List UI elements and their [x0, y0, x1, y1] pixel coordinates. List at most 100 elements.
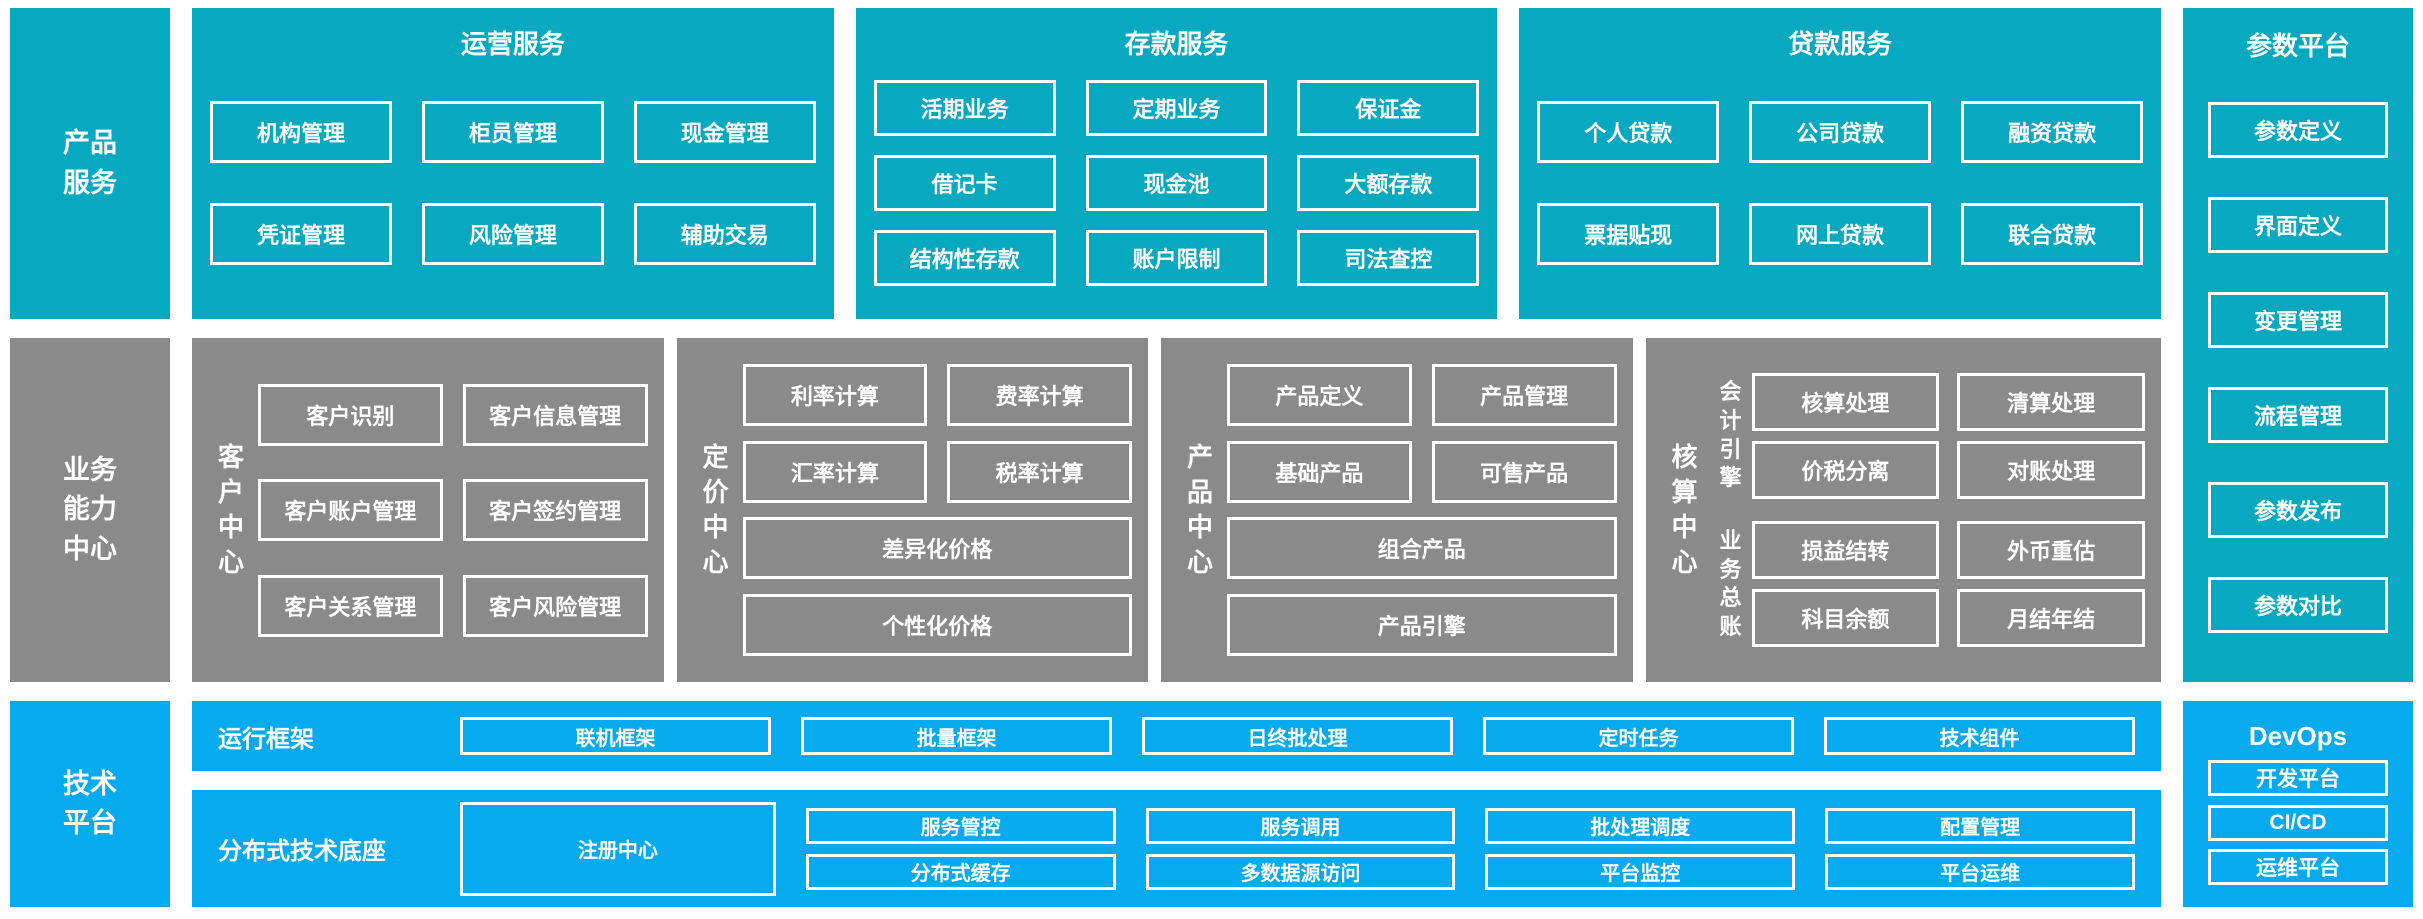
diagram-box: 活期业务	[873, 80, 1056, 136]
side-label-business-capability: 业务能力中心	[10, 338, 170, 682]
diagram-box: 个性化价格	[742, 593, 1133, 656]
diagram-box: 日终批处理	[1142, 717, 1453, 755]
diagram-box: 配置管理	[1825, 807, 2135, 844]
diagram-box: 流程管理	[2208, 387, 2388, 443]
accounting-groups: 会计引擎 核算处理 清算处理 价税分离 对账处理 业务总账 损益结转	[1712, 350, 2146, 670]
business-capability-row: 客户中心 客户识别 客户信息管理 客户账户管理 客户签约管理 客户关系管理 客户…	[192, 338, 2162, 682]
box-grid: 利率计算 费率计算 汇率计算 税率计算 差异化价格 个性化价格	[742, 350, 1133, 670]
box-stack: 配置管理 平台运维	[1825, 807, 2135, 890]
diagram-box: 网上贷款	[1749, 203, 1932, 265]
vertical-label-text: 客户中心	[217, 441, 244, 578]
vertical-label-text: 产品中心	[1187, 441, 1214, 578]
section-customer-center: 客户中心 客户识别 客户信息管理 客户账户管理 客户签约管理 客户关系管理 客户…	[192, 338, 664, 682]
section-product-center: 产品中心 产品定义 产品管理 基础产品 可售产品 组合产品 产品引擎	[1161, 338, 1633, 682]
diagram-box: 定时任务	[1483, 717, 1794, 755]
vertical-label: 核算中心	[1662, 350, 1708, 670]
diagram-box: 客户账户管理	[258, 479, 443, 541]
accounting-engine-group: 会计引擎 核算处理 清算处理 价税分离 对账处理	[1712, 372, 2146, 499]
diagram-box: 清算处理	[1957, 372, 2146, 431]
product-services-row: 运营服务 机构管理 柜员管理 现金管理 凭证管理 风险管理 辅助交易 存款服务 …	[192, 8, 2162, 319]
diagram-box: 客户签约管理	[462, 479, 648, 541]
diagram-box: 多数据源访问	[1145, 853, 1456, 890]
diagram-box: 凭证管理	[210, 203, 392, 265]
box-grid: 客户识别 客户信息管理 客户账户管理 客户签约管理 客户关系管理 客户风险管理	[258, 350, 648, 670]
section-devops: DevOps 开发平台 CI/CD 运维平台	[2183, 701, 2413, 907]
box-grid: 产品定义 产品管理 基础产品 可售产品 组合产品 产品引擎	[1227, 350, 1617, 670]
section-pricing-center: 定价中心 利率计算 费率计算 汇率计算 税率计算 差异化价格 个性化价格	[676, 338, 1149, 682]
diagram-box: 现金管理	[633, 101, 816, 163]
diagram-box: 分布式缓存	[805, 853, 1116, 890]
box-grid: 损益结转 外币重估 科目余额 月结年结	[1751, 521, 2146, 648]
diagram-box: 平台运维	[1825, 853, 2135, 890]
side-label-text: 产品服务	[63, 128, 117, 198]
side-label-tech-platform: 技术平台	[10, 701, 170, 907]
diagram-box: 辅助交易	[633, 203, 816, 265]
diagram-box: 产品管理	[1431, 364, 1617, 427]
diagram-box: 参数发布	[2208, 482, 2388, 538]
diagram-box: 参数对比	[2208, 577, 2388, 633]
section-runtime-framework: 运行框架 联机框架 批量框架 日终批处理 定时任务 技术组件	[192, 701, 2161, 771]
diagram-box: 月结年结	[1957, 589, 2146, 648]
diagram-box: 运维平台	[2208, 848, 2388, 885]
vertical-sublabel-text: 业务总账	[1719, 528, 1742, 639]
diagram-box: 公司贷款	[1749, 101, 1932, 163]
box-grid: 核算处理 清算处理 价税分离 对账处理	[1751, 372, 2146, 499]
section-title: DevOps	[2248, 721, 2348, 751]
section-distributed-base: 分布式技术底座 注册中心 服务管控 分布式缓存 服务调用 多数据源访问 批处理调…	[192, 790, 2161, 907]
diagram-box: 联合贷款	[1961, 203, 2144, 265]
section-title: 运营服务	[460, 29, 565, 59]
diagram-box: 机构管理	[210, 101, 392, 163]
side-label-text: 技术平台	[63, 768, 117, 838]
box-grid: 个人贷款 公司贷款 融资贷款 票据贴现 网上贷款 联合贷款	[1537, 61, 2144, 305]
diagram-box: 保证金	[1297, 80, 1480, 136]
diagram-box: 组合产品	[1227, 517, 1617, 580]
side-label-text: 业务能力中心	[63, 455, 117, 564]
diagram-box: 定期业务	[1085, 80, 1268, 136]
diagram-box: 核算处理	[1751, 372, 1940, 431]
diagram-box: 司法查控	[1297, 230, 1480, 286]
vertical-label: 产品中心	[1177, 350, 1223, 670]
section-parameter-platform: 参数平台 参数定义 界面定义 变更管理 流程管理 参数发布 参数对比	[2183, 8, 2413, 682]
diagram-box: 科目余额	[1751, 589, 1940, 648]
diagram-box: 对账处理	[1957, 440, 2146, 499]
diagram-box: 现金池	[1085, 155, 1268, 211]
diagram-box: 基础产品	[1227, 440, 1412, 503]
box-grid: 机构管理 柜员管理 现金管理 凭证管理 风险管理 辅助交易	[210, 61, 816, 305]
diagram-box: 可售产品	[1431, 440, 1617, 503]
vertical-label: 定价中心	[693, 350, 739, 670]
diagram-box: 外币重估	[1957, 521, 2146, 580]
side-label-product-services: 产品服务	[10, 8, 170, 319]
section-accounting-center: 核算中心 会计引擎 核算处理 清算处理 价税分离 对账处理 业务	[1645, 338, 2162, 682]
diagram-box: 平台监控	[1485, 853, 1796, 890]
diagram-box: CI/CD	[2208, 804, 2388, 841]
diagram-box: 汇率计算	[742, 440, 928, 503]
vertical-sublabel-text: 会计引擎	[1719, 379, 1742, 491]
box-stack: 服务管控 分布式缓存	[805, 807, 1116, 890]
diagram-box: 借记卡	[873, 155, 1056, 211]
box-stack: 服务调用 多数据源访问	[1145, 807, 1456, 890]
diagram-box: 价税分离	[1751, 440, 1940, 499]
vertical-label-text: 定价中心	[702, 441, 729, 578]
vertical-label: 客户中心	[208, 350, 254, 670]
vertical-sublabel: 会计引擎	[1712, 373, 1750, 499]
box-stack: 开发平台 CI/CD 运维平台	[2208, 752, 2388, 893]
diagram-box: 客户信息管理	[462, 383, 648, 446]
vertical-label-text: 核算中心	[1671, 441, 1698, 578]
diagram-box: 损益结转	[1751, 521, 1940, 580]
diagram-box: 产品定义	[1227, 364, 1412, 427]
section-title: 贷款服务	[1788, 29, 1893, 59]
diagram-box: 变更管理	[2208, 292, 2388, 348]
box-stack: 批处理调度 平台监控	[1485, 807, 1796, 890]
diagram-box: 联机框架	[460, 717, 771, 755]
diagram-box: 结构性存款	[873, 230, 1056, 286]
diagram-box: 客户关系管理	[258, 574, 443, 637]
diagram-box: 风险管理	[421, 203, 604, 265]
diagram-box: 开发平台	[2208, 760, 2388, 797]
box-stack: 参数定义 界面定义 变更管理 流程管理 参数发布 参数对比	[2183, 63, 2413, 672]
box-grid: 活期业务 定期业务 保证金 借记卡 现金池 大额存款 结构性存款 账户限制 司法…	[873, 61, 1480, 305]
diagram-box: 服务调用	[1145, 807, 1456, 844]
diagram-box: 产品引擎	[1227, 593, 1617, 656]
diagram-box: 个人贷款	[1537, 101, 1720, 163]
diagram-box: 界面定义	[2208, 197, 2388, 253]
